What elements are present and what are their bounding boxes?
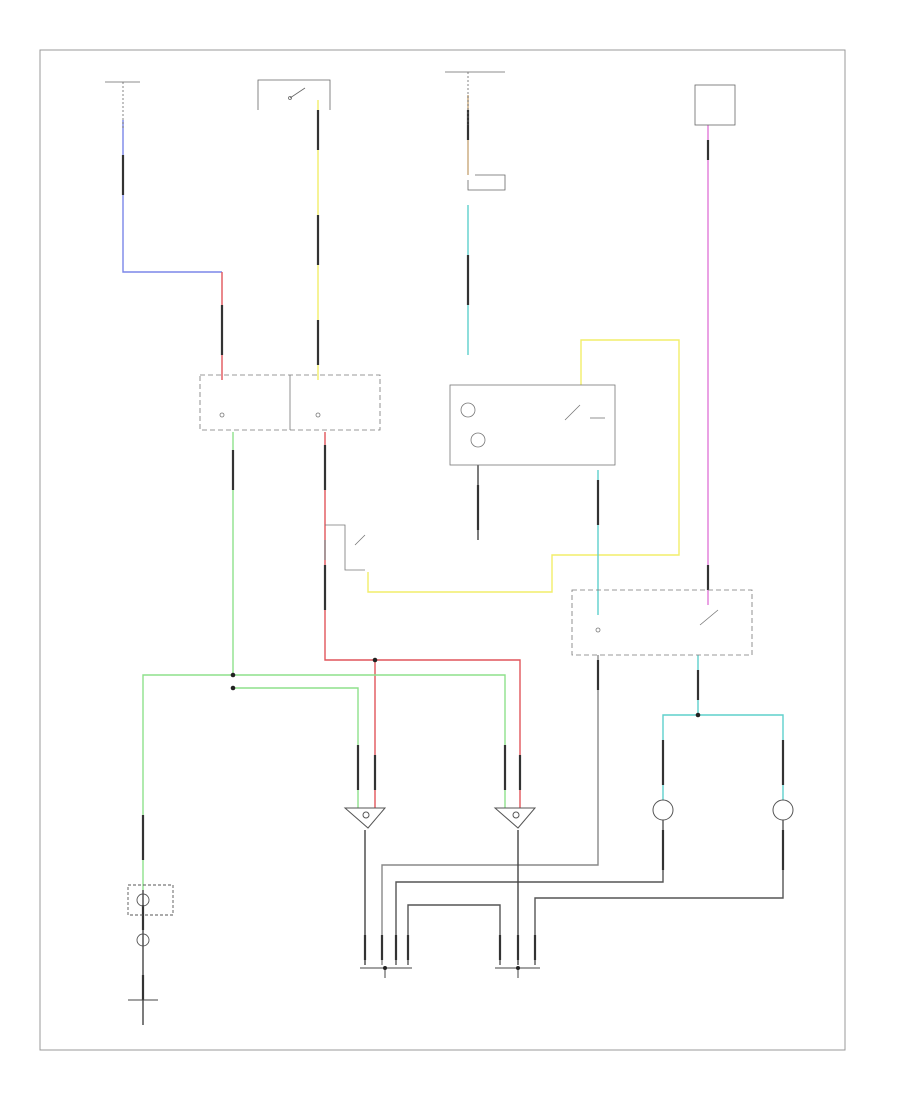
headlight-switch bbox=[199, 374, 381, 431]
fuse-source-right bbox=[694, 84, 736, 126]
wire-cyan-fog2 bbox=[698, 714, 784, 800]
left-fog-lamp bbox=[652, 799, 674, 821]
wire-green-main bbox=[142, 432, 234, 890]
wire-green-branch2 bbox=[233, 674, 506, 808]
dimmer-relay bbox=[449, 384, 616, 466]
wire-ground-c bbox=[534, 820, 784, 965]
diagram-frame bbox=[39, 49, 846, 1051]
left-headlight bbox=[343, 807, 387, 829]
wire-blue bbox=[122, 120, 222, 273]
connector-ticks bbox=[121, 110, 785, 1000]
right-headlight bbox=[493, 807, 537, 829]
fuse-source-center bbox=[445, 71, 506, 191]
wire-red-main bbox=[324, 432, 521, 808]
wire-cyan-fog bbox=[662, 655, 699, 800]
fuse-source-left bbox=[105, 81, 140, 130]
wire-ground-a bbox=[381, 655, 599, 965]
wire-ground-b bbox=[395, 820, 664, 965]
indicator-lamp bbox=[127, 884, 174, 947]
ignition-switch bbox=[257, 79, 331, 110]
fog-lamp-relay bbox=[571, 589, 753, 656]
wire-yellow-loop bbox=[367, 339, 680, 593]
multifunction-switch bbox=[325, 524, 366, 571]
right-fog-lamp bbox=[772, 799, 794, 821]
splice-points bbox=[230, 657, 701, 970]
wire-green-branch1 bbox=[233, 687, 359, 808]
wire-ground-d bbox=[407, 904, 501, 965]
wire-layer bbox=[122, 95, 784, 1025]
